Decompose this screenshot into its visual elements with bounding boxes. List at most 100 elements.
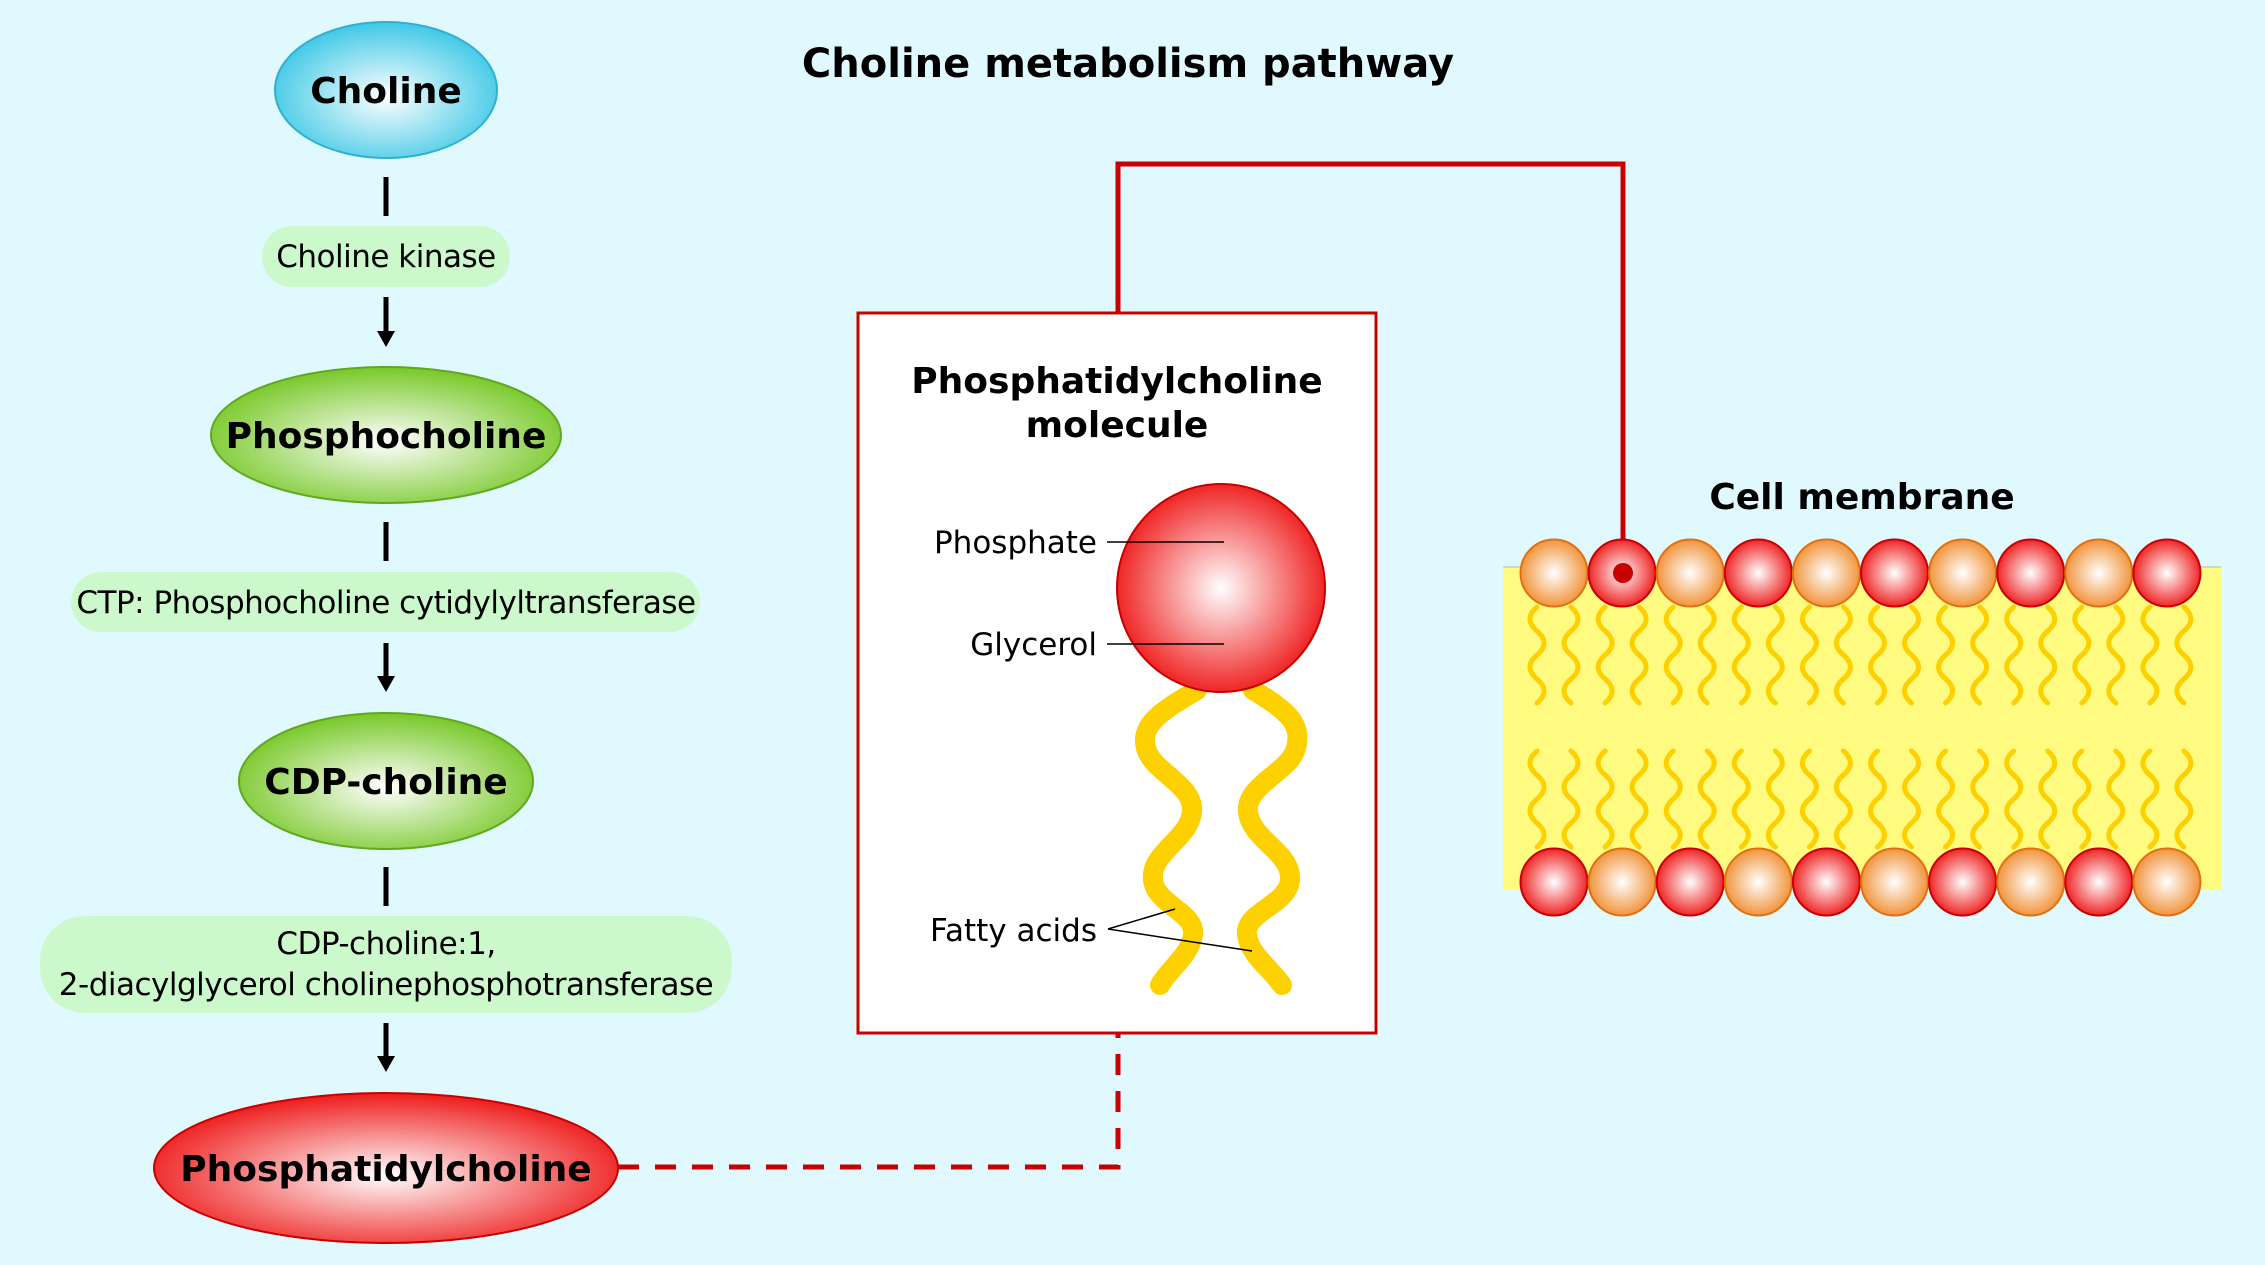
lipid-tail [1629, 604, 1649, 706]
node-label-phosphocholine: Phosphocholine [226, 416, 547, 457]
lipid-tail [2072, 604, 2092, 706]
node-cdp-choline: CDP-choline [238, 712, 534, 850]
diagram-title: Choline metabolism pathway [802, 41, 1454, 87]
lipid-tail [2072, 748, 2092, 850]
cell-membrane: Cell membrane [1503, 477, 2221, 917]
lipid-tail [1697, 604, 1717, 706]
node-label-phosphatidylcholine: Phosphatidylcholine [180, 1149, 591, 1190]
arrow-head [377, 676, 395, 692]
enzyme-label: CTP: Phosphocholine cytidylyltransferase [76, 585, 695, 621]
lipid-tail [1595, 748, 1615, 850]
lipid-head-bottom-red [1791, 847, 1861, 917]
lipid-tail [2106, 604, 2126, 706]
lipid-head-bottom-orange [1723, 847, 1793, 917]
pathway-column: Choline Phosphocholine CDP-choline Phosp… [40, 21, 732, 1244]
membrane-heads [1519, 538, 2202, 917]
lipid-tail [1731, 604, 1751, 706]
node-choline: Choline [274, 21, 498, 159]
pathway-connectors [377, 177, 395, 1072]
lipid-tail [1731, 748, 1751, 850]
leader-fatty-acid-2 [1107, 928, 1253, 952]
arrow-head [377, 331, 395, 347]
lipid-tail [2174, 748, 2194, 850]
lipid-head-bottom-orange [1587, 847, 1657, 917]
enzyme-label: Choline kinase [276, 239, 496, 275]
lipid-head-top-red [1723, 538, 1793, 608]
arrow-down-icon [377, 297, 395, 347]
lipid-tail [1527, 604, 1547, 706]
molecule-panel-title-line-1: Phosphatidylcholine [911, 361, 1322, 402]
lipid-head-top-red [2132, 538, 2202, 608]
lipid-tail [1799, 604, 1819, 706]
lipid-tail [1902, 604, 1921, 706]
lipid-tail [1527, 748, 1547, 850]
lipid-head-bottom-red [2064, 847, 2134, 917]
lipid-tail [1561, 748, 1581, 850]
lipid-tail [1629, 748, 1649, 850]
lipid-tail [1902, 748, 1921, 850]
node-phosphocholine: Phosphocholine [210, 366, 562, 504]
connector-line-dashed [618, 1034, 1121, 1170]
lipid-head-top-orange [1791, 538, 1861, 608]
node-label-cdp-choline: CDP-choline [264, 762, 507, 803]
lipid-head-bottom-red [1655, 847, 1725, 917]
lipid-head-bottom-orange [2132, 847, 2202, 917]
lipid-tail [1936, 604, 1956, 706]
node-phosphatidylcholine: Phosphatidylcholine [153, 1092, 619, 1244]
arrow-down-icon [377, 643, 395, 692]
lipid-tail [1970, 604, 1990, 706]
label-glycerol: Glycerol [970, 627, 1097, 663]
arrow-head [377, 1056, 395, 1072]
lipid-tail [1833, 604, 1853, 706]
node-label-choline: Choline [310, 71, 462, 112]
lipid-head-top-orange [2064, 538, 2134, 608]
lipid-tail [2004, 604, 2024, 706]
lipid-head-top-orange [1655, 538, 1725, 608]
lipid-tail [1765, 748, 1785, 850]
lipid-head-top-orange [1519, 538, 1589, 608]
label-phosphate: Phosphate [934, 525, 1097, 561]
enzyme-label-line-1: CDP-choline:1, [276, 926, 495, 962]
lipid-tail [1799, 748, 1819, 850]
lipid-tail [2106, 748, 2126, 850]
fatty-acid-tail-right [1237, 680, 1308, 995]
connector-line-membrane [1115, 161, 1626, 573]
lipid-tail [1970, 748, 1990, 850]
arrow-down-icon [377, 1023, 395, 1072]
lipid-head-bottom-red [1928, 847, 1998, 917]
membrane-tails [1527, 604, 2194, 850]
lipid-tail [1868, 748, 1887, 850]
lipid-tail [1561, 604, 1581, 706]
lipid-head-top-red [1996, 538, 2066, 608]
lipid-tail [2140, 748, 2160, 850]
lipid-tail [1663, 748, 1683, 850]
lipid-tail [1663, 604, 1683, 706]
lipid-head-top-orange [1928, 538, 1998, 608]
enzyme-choline-kinase: Choline kinase [262, 226, 510, 287]
molecule-panel: Phosphatidylcholine molecule Phosphate G… [856, 311, 1378, 1035]
lipid-head-bottom-orange [1996, 847, 2066, 917]
enzyme-cholinephosphotransferase: CDP-choline:1, 2-diacylglycerol cholinep… [40, 916, 732, 1013]
lipid-tail [2038, 748, 2058, 850]
lipid-head-bottom-orange [1860, 847, 1929, 917]
lipid-head-top-red [1860, 538, 1929, 608]
molecule-panel-title-line-2: molecule [1026, 405, 1209, 446]
lipid-tail [1697, 748, 1717, 850]
lipid-tail [2174, 604, 2194, 706]
lipid-tail [1936, 748, 1956, 850]
lipid-tail [1833, 748, 1853, 850]
membrane-core [1503, 567, 2221, 890]
label-fatty-acids: Fatty acids [930, 913, 1097, 949]
lipid-tail [1765, 604, 1785, 706]
lipid-head-bottom-red [1519, 847, 1589, 917]
leader-fatty-acid-1 [1107, 908, 1176, 930]
lipid-tail [1595, 604, 1615, 706]
lipid-tail [1868, 604, 1887, 706]
membrane-title: Cell membrane [1709, 477, 2014, 518]
fatty-acid-tail-left [1135, 680, 1207, 995]
lipid-tail [2004, 748, 2024, 850]
lipid-tail [2140, 604, 2160, 706]
enzyme-label-line-2: 2-diacylglycerol cholinephosphotransfera… [59, 967, 713, 1003]
enzyme-ctp-cytidylyltransferase: CTP: Phosphocholine cytidylyltransferase [71, 572, 700, 632]
